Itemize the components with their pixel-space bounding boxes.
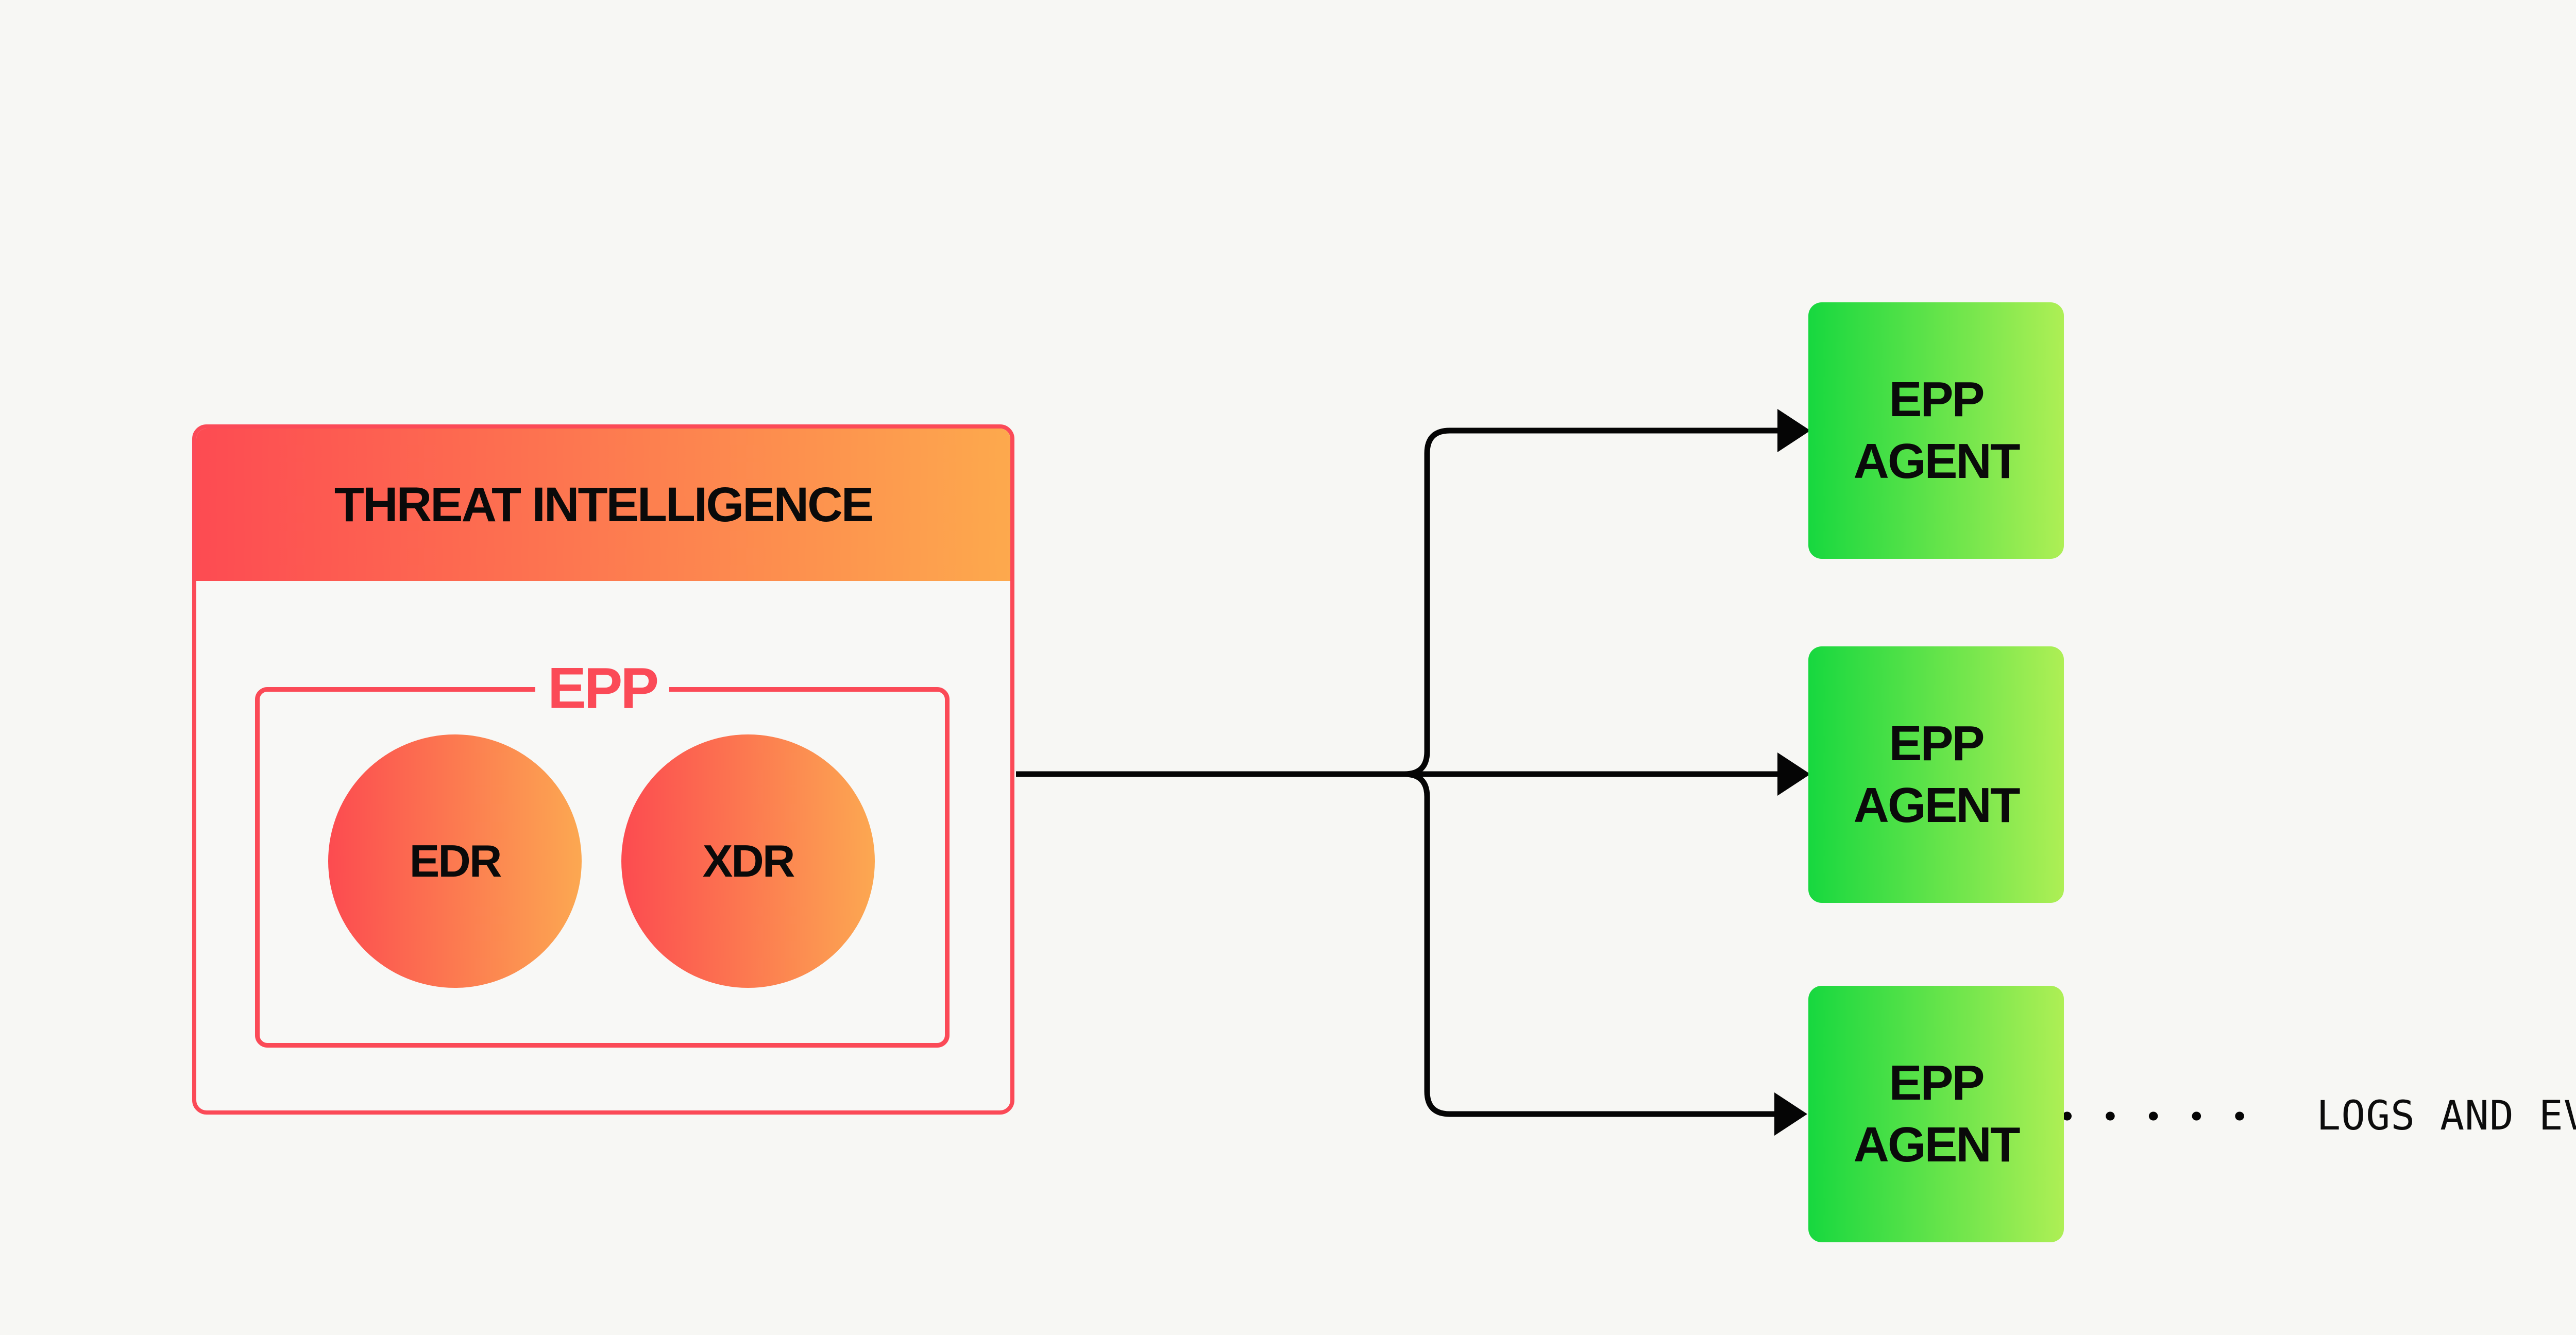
epp-agent-node-1: EPP AGENT xyxy=(1808,302,2064,559)
xdr-label: XDR xyxy=(702,835,795,886)
epp-agent-2-label-line-1: EPP xyxy=(1889,716,1985,771)
threat-intelligence-title: THREAT INTELLIGENCE xyxy=(334,477,874,532)
arrowhead-agent-3 xyxy=(1774,1092,1807,1136)
arrowhead-agent-1 xyxy=(1777,409,1810,452)
edr-label: EDR xyxy=(409,835,502,886)
logs-and-events-edge-label: LOGS AND EVENTS xyxy=(2293,1093,2576,1139)
connector-to-agent-1 xyxy=(1016,427,1777,777)
epp-group-box: EPP xyxy=(255,659,950,1048)
epp-agent-1-label-line-2: AGENT xyxy=(1853,434,2021,489)
threat-intelligence-box: THREAT INTELLIGENCE xyxy=(192,424,1014,1115)
threat-intelligence-header: THREAT INTELLIGENCE xyxy=(196,429,1010,581)
edr-node: EDR xyxy=(328,734,582,988)
epp-agent-3-label-line-1: EPP xyxy=(1889,1055,1985,1110)
connector-to-agent-3 xyxy=(1016,771,1774,1117)
epp-group-label: EPP xyxy=(535,659,670,717)
epp-agent-node-2: EPP AGENT xyxy=(1808,646,2064,903)
epp-agent-3-label-line-2: AGENT xyxy=(1853,1117,2021,1172)
epp-agent-1-label-line-1: EPP xyxy=(1889,372,1985,427)
xdr-node: XDR xyxy=(621,734,875,988)
epp-agent-2-label-line-2: AGENT xyxy=(1853,778,2021,833)
arrowhead-agent-2 xyxy=(1777,752,1810,796)
epp-agent-node-3: EPP AGENT xyxy=(1808,986,2064,1242)
